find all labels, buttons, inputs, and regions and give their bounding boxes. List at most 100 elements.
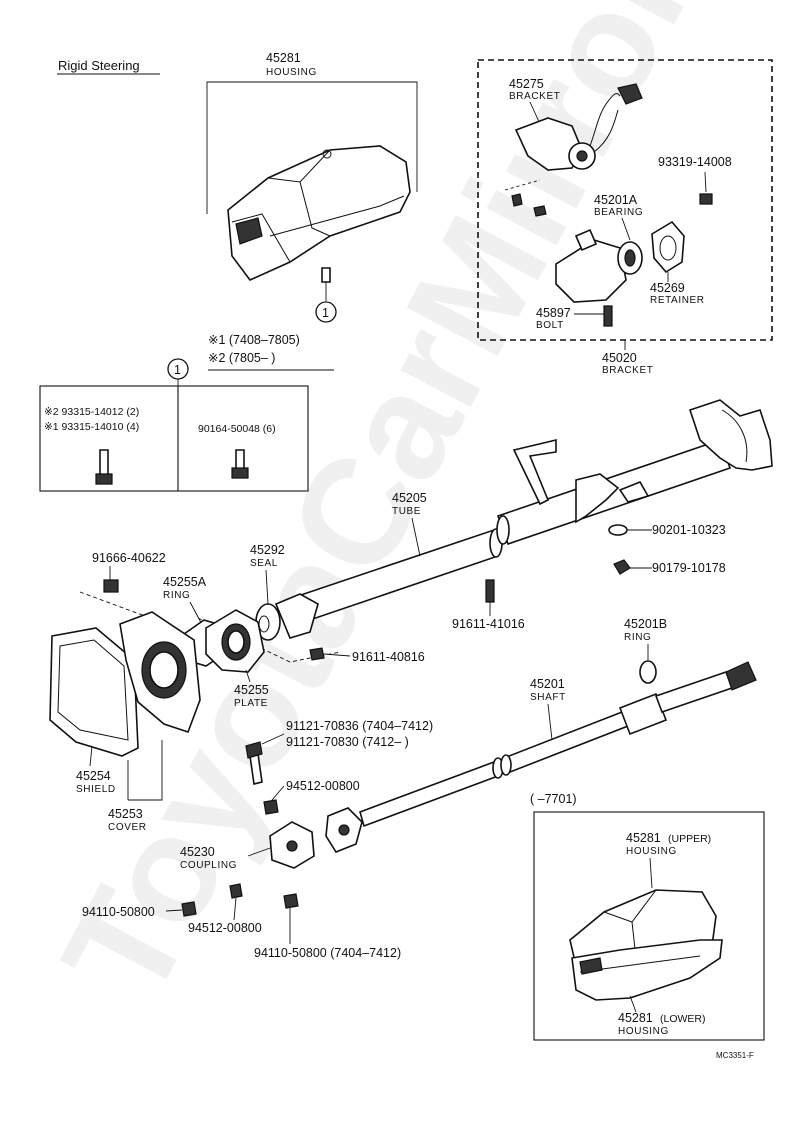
label-45020-desc: BRACKET [602, 365, 653, 376]
steering-tube-part [285, 399, 773, 628]
callout-number-box: 1 [174, 363, 181, 377]
label-45255A-num: 45255A [163, 575, 207, 589]
label-lower-num: 45281 [618, 1011, 653, 1025]
label-45201-desc: SHAFT [530, 692, 566, 703]
washer-94512b [229, 883, 243, 899]
washer-94512a [263, 799, 279, 815]
leader-dashed-bracket [504, 179, 541, 191]
label-45292-desc: SEAL [250, 558, 278, 569]
shield-45254-part [49, 627, 139, 757]
label-45254-desc: SHIELD [76, 784, 116, 795]
label-45281-num: 45281 [266, 51, 301, 65]
screw-90164-head [231, 467, 249, 479]
label-screw-2: ※1 93315-14010 (4) [44, 421, 139, 433]
note-1: ※1 (7408–7805) [208, 333, 300, 347]
label-upper-num: 45281 [626, 831, 661, 845]
label-45205-desc: TUBE [392, 506, 421, 517]
label-45201B-desc: RING [624, 632, 651, 643]
bolt-91121-head [245, 741, 263, 759]
label-45269-num: 45269 [650, 281, 685, 295]
screw-93319 [699, 193, 713, 205]
label-screw-3: 90164-50048 (6) [198, 423, 276, 435]
leader-45230 [247, 847, 271, 857]
diagram-code: MC3351-F [716, 1051, 754, 1060]
shaft-45201-part [359, 661, 757, 828]
small-screw [533, 205, 547, 217]
label-screw-1: ※2 93315-14012 (2) [44, 406, 139, 418]
label-upper-qual: (UPPER) [668, 833, 711, 845]
label-45897-desc: BOLT [536, 320, 564, 331]
leader-45201 [547, 703, 553, 741]
screw-90164 [235, 449, 245, 471]
leader-94110a [165, 909, 183, 912]
coupling-45230-part [269, 807, 363, 869]
label-45897-num: 45897 [536, 306, 571, 320]
leader-45253 [127, 740, 163, 801]
small-nut [511, 193, 523, 207]
label-45254-num: 45254 [76, 769, 111, 783]
leader-45201A [621, 217, 631, 241]
leader-upper [649, 857, 653, 889]
leader-91121 [261, 733, 285, 745]
label-45255-desc: PLATE [234, 698, 268, 709]
leader-94512b [233, 897, 237, 921]
leader-lower [629, 995, 637, 1013]
label-45205-num: 45205 [392, 491, 427, 505]
nut-90179 [613, 559, 631, 575]
label-45201B-num: 45201B [624, 617, 667, 631]
leader-45255 [245, 669, 251, 683]
housing-45281-part [227, 145, 411, 281]
label-45230-desc: COUPLING [180, 860, 237, 871]
label-range: ( –7701) [530, 792, 577, 806]
label-94110b: 94110-50800 (7404–7412) [254, 946, 401, 960]
bolt-91611b [309, 647, 325, 661]
label-45269-desc: RETAINER [650, 295, 705, 306]
label-91121a: 91121-70836 (7404–7412) [286, 719, 433, 733]
label-94512b: 94512-00800 [188, 921, 262, 935]
label-upper-desc: HOUSING [626, 846, 677, 857]
label-45201A-num: 45201A [594, 193, 638, 207]
label-45292-num: 45292 [250, 543, 285, 557]
label-91121b: 91121-70830 (7412– ) [286, 735, 409, 749]
label-45281-desc: HOUSING [266, 67, 317, 78]
nut-94110b [283, 893, 299, 909]
plate-45255-part [205, 609, 265, 673]
washer-90201 [608, 524, 628, 536]
label-45253-desc: COVER [108, 822, 147, 833]
leader-45281 [206, 81, 418, 214]
label-45230-num: 45230 [180, 845, 215, 859]
leader-45292 [265, 569, 269, 605]
label-lower-desc: HOUSING [618, 1026, 669, 1037]
seal-45292-part [255, 593, 319, 641]
label-lower-qual: (LOWER) [660, 1013, 706, 1025]
label-45201A-desc: BEARING [594, 207, 643, 218]
callout-number-top: 1 [322, 306, 329, 320]
label-45275-num: 45275 [509, 77, 544, 91]
label-91666: 91666-40622 [92, 551, 166, 565]
leader-94512a [271, 785, 285, 801]
leader-45275 [529, 101, 541, 125]
label-91611b: 91611-40816 [352, 650, 425, 664]
bracket-45275-part [514, 83, 643, 171]
label-93319: 93319-14008 [658, 155, 732, 169]
housing-screw [321, 267, 331, 283]
label-94512a: 94512-00800 [286, 779, 360, 793]
label-45253-num: 45253 [108, 807, 143, 821]
nut-94110a [181, 901, 197, 917]
label-90201: 90201-10323 [652, 523, 726, 537]
label-45020-num: 45020 [602, 351, 637, 365]
label-94110a: 94110-50800 [82, 905, 155, 919]
label-90179: 90179-10178 [652, 561, 726, 575]
bolt-91611a [485, 579, 495, 603]
label-45255A-desc: RING [163, 590, 190, 601]
ring-45201B [639, 660, 657, 684]
leader-91611b [323, 653, 351, 657]
label-45275-desc: BRACKET [509, 91, 560, 102]
bolt-45897 [603, 305, 613, 327]
retainer-45269-part [651, 220, 685, 274]
leader-45205 [411, 517, 421, 557]
housing-variant-box [533, 811, 765, 1041]
diagram-title: Rigid Steering [58, 58, 140, 73]
housing-upper-lower-part [569, 889, 723, 1001]
